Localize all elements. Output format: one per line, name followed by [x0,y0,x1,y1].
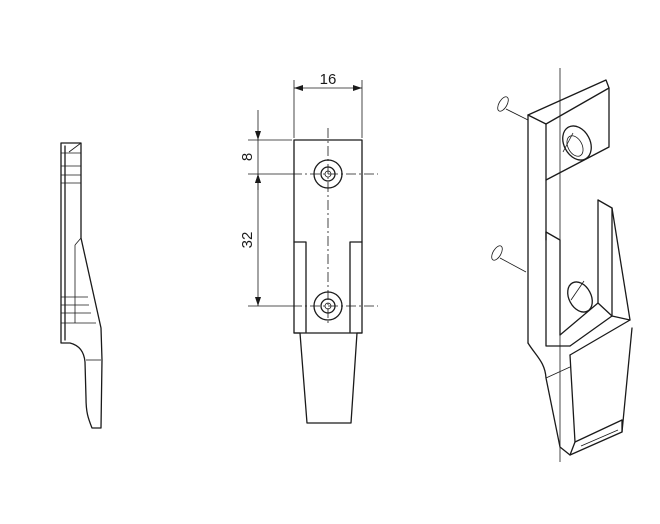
dimension-hole-spacing: 32 [239,174,292,307]
side-view [60,142,103,429]
width-dimension-label: 16 [320,71,337,88]
hole-spacing-dimension-label: 32 [239,232,256,249]
front-view [292,128,378,424]
dimension-top-offset: 8 [239,110,292,190]
isometric-view [491,68,633,462]
top-offset-dimension-label: 8 [239,153,256,161]
dimension-width: 16 [293,71,363,138]
